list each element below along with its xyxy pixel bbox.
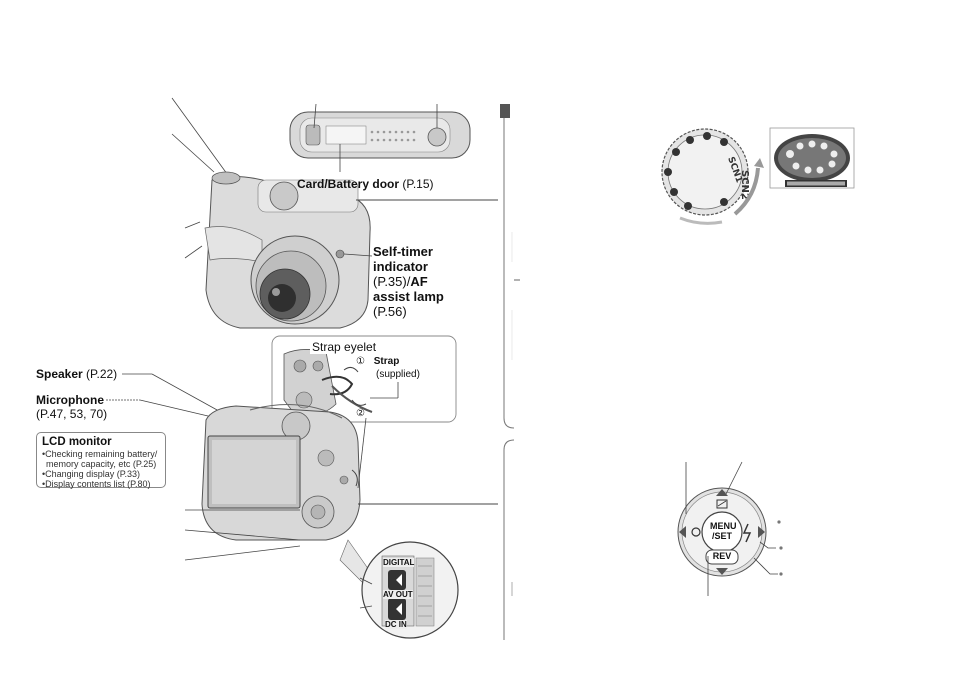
camera-front-view: [204, 171, 373, 329]
strap-eyelet-title: Strap eyelet: [310, 340, 379, 354]
self-timer-line2: indicator: [373, 259, 428, 274]
set-text: /SET: [711, 531, 732, 541]
lcd-item: •Changing display (P.33): [42, 469, 141, 479]
mode-dial-icon: SCN2 SCN1: [661, 128, 764, 225]
camera-back-view: [201, 404, 361, 541]
lcd-monitor-title: LCD monitor: [42, 436, 112, 448]
self-timer-ref: (P.35)/: [373, 274, 411, 289]
mode-dial-detail: [769, 127, 855, 189]
self-timer-label: Self-timer indicator (P.35)/AF assist la…: [373, 244, 444, 319]
speaker-label: Speaker (P.22): [36, 367, 117, 381]
microphone-label: Microphone (P.47, 53, 70): [36, 393, 107, 421]
microphone-ref: (P.47, 53, 70): [36, 407, 108, 421]
card-battery-door-ref: (P.15): [402, 177, 434, 191]
av-out-terminal-label: AV OUT: [383, 590, 413, 599]
page-bracket: [500, 104, 520, 640]
self-timer-line5: (P.56): [373, 304, 407, 319]
strap-step-1: ①: [356, 356, 365, 367]
microphone-text: Microphone: [36, 393, 104, 407]
digital-terminal-label: DIGITAL: [383, 558, 415, 567]
strap-step-2: ②: [356, 408, 365, 419]
af-text: AF: [410, 274, 428, 289]
speaker-text: Speaker: [36, 367, 83, 381]
menu-text: MENU: [710, 521, 737, 531]
lcd-monitor-box: LCD monitor •Checking remaining battery/…: [36, 432, 166, 489]
self-timer-line3: (P.35)/AF: [373, 274, 444, 289]
strap-supplied: (supplied): [376, 369, 420, 380]
self-timer-line4: assist lamp: [373, 289, 444, 304]
card-battery-door-label: Card/Battery door (P.15): [297, 177, 434, 191]
menu-set-button-label: MENU /SET: [710, 521, 737, 541]
lcd-item: •Checking remaining battery/: [42, 449, 158, 459]
rev-button-label: REV: [712, 551, 732, 561]
dc-in-terminal-label: DC IN: [385, 620, 407, 629]
svg-text:SCN2: SCN2: [739, 170, 750, 200]
camera-top-view: [289, 103, 471, 172]
self-timer-line1: Self-timer: [373, 244, 433, 259]
strap-text: Strap: [373, 356, 400, 367]
cursor-pad: [677, 487, 767, 577]
lcd-item: memory capacity, etc (P.25): [46, 459, 157, 469]
strap-label: ① Strap: [356, 356, 399, 368]
speaker-ref: (P.22): [86, 367, 118, 381]
card-battery-door-text: Card/Battery door: [297, 177, 400, 191]
lcd-item: •Display contents list (P.80): [42, 479, 151, 489]
